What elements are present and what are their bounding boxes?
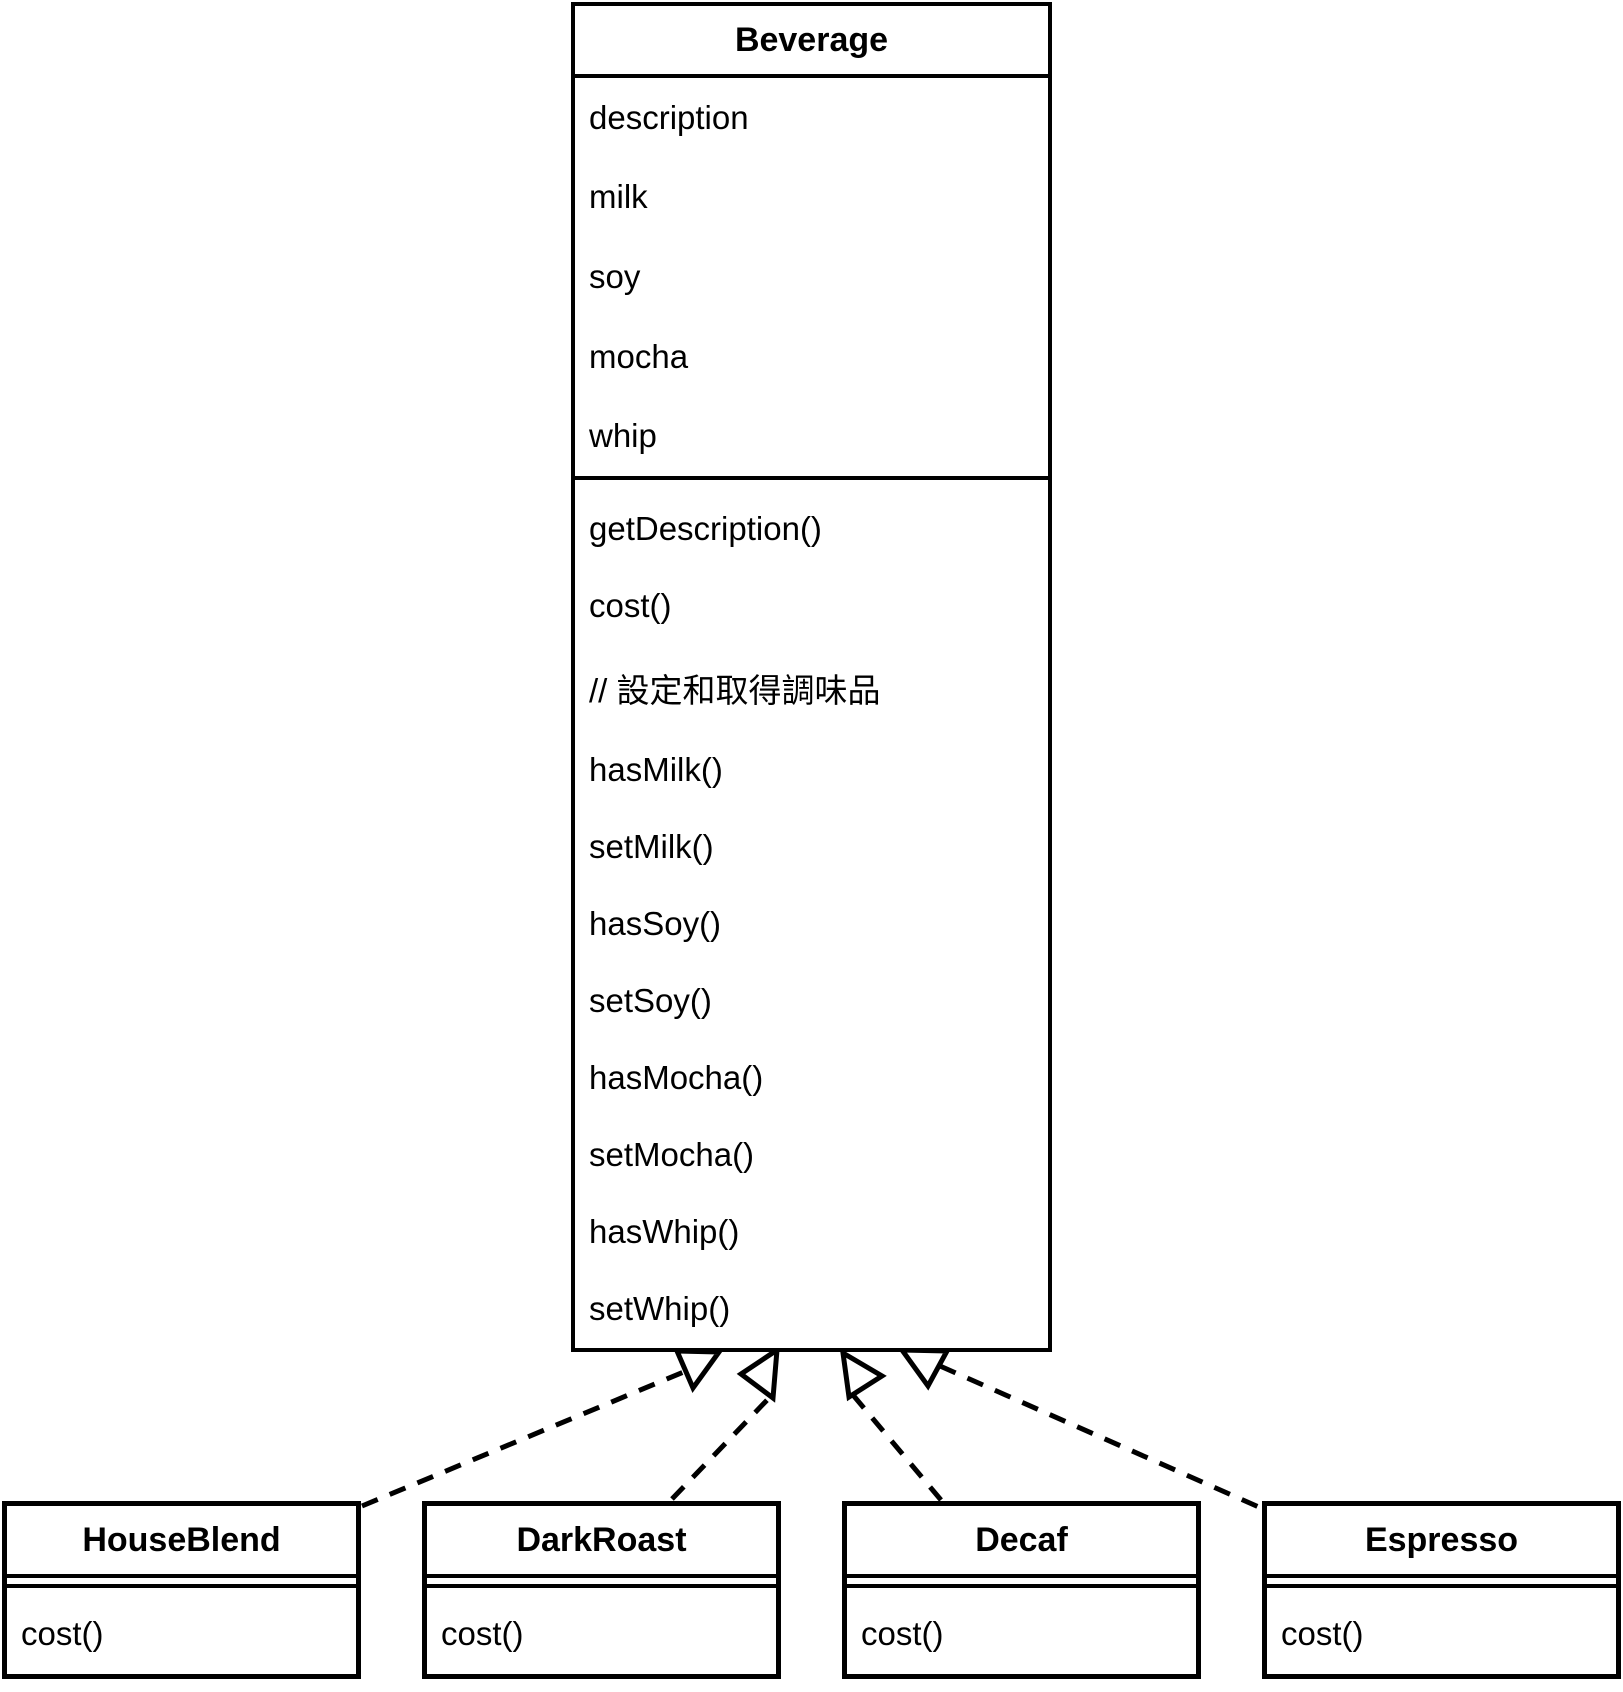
class-box-beverage: Beverage description milk soy mocha whip…	[571, 2, 1052, 1352]
method-item: hasWhip()	[589, 1213, 740, 1251]
attributes-compartment-empty	[7, 1578, 356, 1588]
attribute-item: mocha	[589, 337, 689, 375]
class-title-decaf: Decaf	[847, 1506, 1196, 1578]
method-item: cost()	[21, 1615, 104, 1652]
method-item: cost()	[441, 1615, 524, 1652]
generalization-arrowhead-icon	[897, 1347, 952, 1391]
comment-item: // 設定和取得調味品	[589, 671, 881, 709]
method-item: cost()	[861, 1615, 944, 1652]
inheritance-edge-decaf	[851, 1393, 943, 1502]
methods-compartment: cost()	[847, 1588, 1196, 1674]
method-item: setSoy()	[589, 982, 712, 1019]
attribute-item: soy	[589, 257, 641, 295]
class-title-darkroast: DarkRoast	[427, 1506, 776, 1578]
method-item: cost()	[1281, 1615, 1364, 1652]
method-item: getDescription()	[589, 509, 822, 547]
class-title-houseblend: HouseBlend	[7, 1506, 356, 1578]
class-title-beverage: Beverage	[575, 6, 1048, 78]
class-box-decaf: Decaf cost()	[842, 1501, 1201, 1679]
class-box-houseblend: HouseBlend cost()	[2, 1501, 361, 1679]
generalization-arrowhead-icon	[673, 1348, 724, 1394]
attributes-compartment-empty	[427, 1578, 776, 1588]
attributes-compartment: description milk soy mocha whip	[575, 78, 1048, 480]
inheritance-edge-espresso	[938, 1363, 1263, 1511]
inheritance-edge-houseblend	[361, 1368, 687, 1509]
method-item: setMocha()	[589, 1136, 755, 1174]
attributes-compartment-empty	[1267, 1578, 1616, 1588]
method-item: hasSoy()	[589, 904, 722, 942]
method-item: setWhip()	[589, 1290, 731, 1328]
methods-compartment: getDescription() cost() // 設定和取得調味品 hasM…	[575, 480, 1048, 1348]
generalization-arrowhead-icon	[839, 1348, 887, 1402]
method-item: hasMilk()	[589, 750, 723, 788]
method-item: hasMocha()	[589, 1059, 764, 1097]
inheritance-edge-darkroast	[670, 1395, 772, 1501]
class-box-darkroast: DarkRoast cost()	[422, 1501, 781, 1679]
attributes-compartment-empty	[847, 1578, 1196, 1588]
method-item: setMilk()	[589, 827, 714, 865]
generalization-arrowhead-icon	[736, 1345, 780, 1403]
class-title-espresso: Espresso	[1267, 1506, 1616, 1578]
class-box-espresso: Espresso cost()	[1262, 1501, 1621, 1679]
method-item: cost()	[589, 586, 672, 624]
methods-compartment: cost()	[1267, 1588, 1616, 1674]
attribute-item: whip	[589, 417, 657, 455]
methods-compartment: cost()	[7, 1588, 356, 1674]
methods-compartment: cost()	[427, 1588, 776, 1674]
attribute-item: description	[589, 98, 749, 136]
attribute-item: milk	[589, 178, 648, 216]
